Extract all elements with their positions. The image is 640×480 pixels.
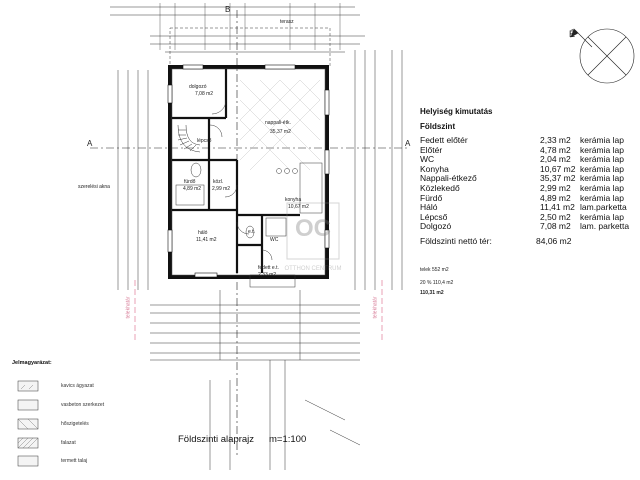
table-row: Előtér 4,78 m2 kerámia lap	[419, 144, 630, 156]
table-row: Háló 11,41 m2 lam.parketta	[419, 203, 630, 213]
room-area-nappali: 35,37 m2	[270, 129, 291, 135]
net-area-label: Földszinti nettó tér:	[420, 236, 492, 246]
table-row: Lépcső 2,50 m2 kerámia lap	[419, 211, 630, 223]
table-row: Közlekedő 2,99 m2 kerámia lap	[419, 182, 630, 194]
plan-scale: m=1:100	[269, 434, 307, 445]
room-area-kozl: 2,99 m2	[212, 186, 231, 192]
table-row: Fedett előtér 2,33 m2 kerámia lap	[419, 135, 630, 146]
room-material: kerámia lap	[580, 182, 624, 193]
room-material: lam. parketta	[580, 221, 630, 232]
legend-label: falazat	[61, 440, 76, 446]
net-area-value: 84,06 m2	[536, 236, 572, 246]
schedule-subtitle: Földszint	[420, 122, 456, 131]
room-label-terasz: terasz	[280, 19, 294, 25]
room-area: 7,08 m2	[540, 221, 571, 232]
table-row: Fürdő 4,89 m2 kerámia lap	[419, 192, 630, 204]
table-row: WC 2,04 m2 kerámia lap	[419, 155, 630, 165]
section-label-a-right: A	[405, 139, 411, 148]
room-label-halo: háló	[198, 230, 208, 236]
legend-label: termett talaj	[61, 458, 88, 464]
room-area-fedett: 2,33 m2	[258, 272, 277, 278]
plan-note: szerelési akna	[78, 184, 110, 190]
table-row: Konyha 10,67 m2 kerámia lap	[419, 163, 630, 175]
property-line-label-left: telekhatár	[125, 296, 132, 319]
room-label-lepcso: lépcső	[197, 138, 212, 144]
room-name: Háló	[420, 202, 438, 213]
room-material: kerámia lap	[580, 163, 624, 174]
room-area: 2,04 m2	[540, 154, 571, 165]
room-label-fedett: fedett e.t.	[258, 265, 279, 271]
svg-text:OTTHON CENTRUM: OTTHON CENTRUM	[285, 266, 342, 272]
room-name: Dolgozó	[420, 221, 452, 232]
legend-swatch-soil	[17, 455, 39, 467]
room-area: 10,67 m2	[540, 163, 576, 174]
room-label-dolgozo: dolgozó	[189, 84, 207, 90]
room-name: Fürdő	[420, 192, 443, 203]
svg-text:OC: OC	[295, 215, 331, 242]
room-label-eloter: e.t.	[248, 229, 255, 235]
room-label-konyha: konyha	[285, 197, 302, 203]
room-label-furdo: fürdő	[184, 179, 196, 185]
legend-swatch-gravel	[17, 380, 39, 392]
plot-note-3: 110,31 m2	[420, 290, 444, 296]
room-name: WC	[420, 154, 435, 165]
legend-swatch-concrete	[17, 399, 39, 411]
table-row: Dolgozó 7,08 m2 lam. parketta	[419, 222, 630, 232]
legend-label: kavics ágyazat	[61, 383, 94, 389]
section-label-a-left: A	[87, 139, 93, 148]
room-area: 4,89 m2	[540, 192, 571, 203]
room-material: kerámia lap	[580, 211, 624, 222]
room-area-dolgozo: 7,08 m2	[195, 91, 214, 97]
legend-swatch-insulation	[17, 418, 39, 430]
plot-note-2: 20 % 110,4 m2	[420, 280, 454, 286]
property-line-label-right: telekhatár	[372, 296, 379, 319]
room-area-furdo: 4,89 m2	[183, 186, 202, 192]
room-label-kozl: közl.	[213, 179, 224, 185]
watermark-logo: OC OTTHON CENTRUM	[285, 202, 342, 272]
room-area: 11,41 m2	[540, 202, 575, 213]
room-name: Előtér	[420, 144, 443, 155]
table-row: Nappali-étkező 35,37 m2 kerámia lap	[419, 174, 630, 184]
room-area: 4,78 m2	[540, 144, 571, 155]
plot-note-1: telek 552 m2	[420, 267, 449, 273]
section-label-b-top: B	[225, 5, 231, 14]
room-name: Nappali-étkező	[420, 173, 477, 184]
room-name: Közlekedő	[420, 182, 460, 193]
room-area: 2,99 m2	[540, 182, 571, 193]
room-area: 2,33 m2	[540, 135, 571, 145]
room-schedule-table: Fedett előtér 2,33 m2 kerámia lap Előtér 4,…	[419, 135, 630, 232]
room-area-halo: 11,41 m2	[196, 237, 217, 243]
room-material: lam.parketta	[580, 202, 627, 213]
room-material: kerámia lap	[580, 192, 624, 203]
room-area: 2,50 m2	[540, 211, 571, 222]
legend-label: hőszigetelés	[61, 421, 89, 427]
plan-title: Földszinti alaprajz	[178, 434, 255, 445]
room-material: kerámia lap	[580, 144, 624, 155]
room-name: Fedett előtér	[420, 135, 468, 145]
legend-label: vasbeton szerkezet	[61, 402, 105, 408]
room-area: 35,37 m2	[540, 173, 576, 184]
north-arrow-icon	[570, 28, 635, 84]
room-name: Lépcső	[420, 211, 448, 222]
room-area-konyha: 10,67 m2	[288, 204, 309, 210]
room-material: kerámia lap	[580, 154, 624, 165]
schedule-title: Helyiség kimutatás	[420, 107, 493, 116]
legend-title: Jelmagyarázat:	[12, 360, 52, 366]
room-material: kerámia lap	[580, 135, 624, 145]
north-label: É	[569, 29, 576, 39]
room-name: Konyha	[420, 163, 449, 174]
room-label-nappali: nappali-étk.	[265, 120, 291, 126]
room-label-wc: WC	[270, 237, 279, 243]
room-material: kerámia lap	[580, 173, 624, 184]
